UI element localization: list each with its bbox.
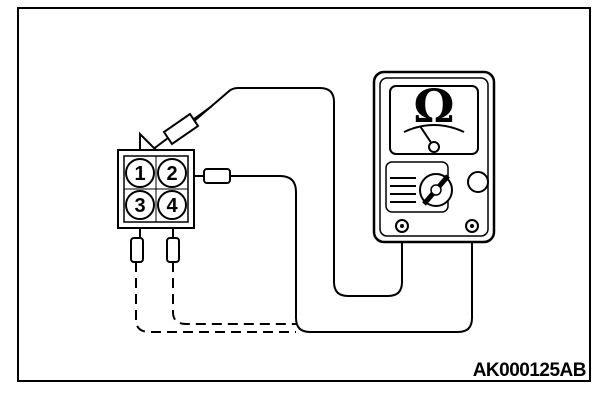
zero-adjust-knob [467,171,489,193]
meter-scale [403,124,465,133]
connector-pin-2 [157,158,187,188]
connector-pin-4 [157,190,187,220]
wire-pin1-to-meter [185,87,403,297]
dashed-wire-pin3 [135,262,296,333]
test-probe-pin1 [151,105,213,151]
wire-terminal-pin4 [166,237,180,263]
figure-code-label: AK000125AB [473,360,586,381]
pin-label-2: 2 [166,163,177,185]
dashed-wire-pin4 [172,262,296,325]
connector-pin-1 [125,158,155,188]
pin-label-3: 3 [134,195,145,217]
pin-label-4: 4 [166,195,178,217]
meter-needle [419,125,433,145]
pin-label-1: 1 [134,163,145,185]
connector-pin-3 [125,190,155,220]
figure-frame [17,7,591,382]
ohmmeter: Ω [372,70,496,244]
wire-pin2-to-meter [236,175,473,333]
meter-display [389,85,479,155]
wire-terminal-pin3 [130,237,144,263]
connector-block: 1 2 3 4 [117,131,195,263]
